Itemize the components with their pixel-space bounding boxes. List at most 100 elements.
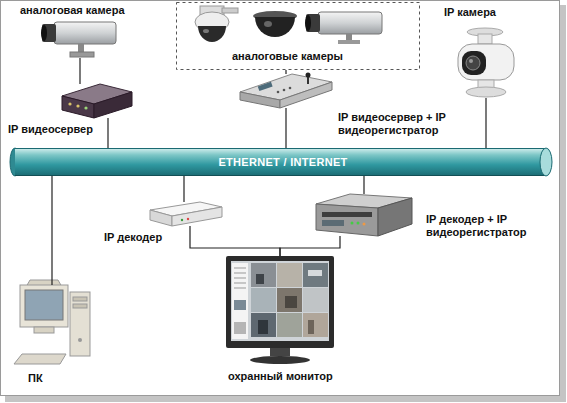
video-server-icon-part <box>84 106 87 109</box>
keyboard-recorder-icon-part <box>289 87 292 90</box>
device-label: охранный монитор <box>228 370 333 383</box>
video-server-recorder: IP видеосервер + IP видеорегистратор <box>240 74 332 108</box>
monitor-icon-part <box>308 320 314 334</box>
keyboard-recorder-icon <box>240 73 332 109</box>
monitor-icon-part <box>270 348 290 356</box>
monitor-icon-part <box>234 283 246 284</box>
ip-camera-icon-part <box>469 59 473 63</box>
network-pipe-shape <box>10 148 552 176</box>
monitor-icon-part <box>251 288 276 312</box>
monitor-icon-part <box>258 320 268 334</box>
dome-camera-icon-part <box>264 21 272 27</box>
network-link <box>285 70 286 74</box>
monitor-icon-part <box>303 288 328 312</box>
ptz-dome-camera-icon-part <box>222 8 238 13</box>
video-server-icon-part <box>76 104 79 107</box>
ip-camera-icon-part <box>466 87 506 97</box>
video-server-icon <box>62 84 132 118</box>
box-camera-icon-part <box>346 34 352 40</box>
ip-decoder-icon-part <box>187 218 189 220</box>
analog-camera-icon-part <box>70 52 94 57</box>
device-label: IP декодер + IP видеорегистратор <box>426 213 551 239</box>
network-link <box>107 118 108 148</box>
box-camera-icon-part <box>318 12 382 34</box>
analog-camera-icon-part <box>42 24 56 42</box>
monitor-icon-part <box>234 278 246 279</box>
analog-camera-icon <box>41 22 116 57</box>
decoder-recorder-icon-part <box>378 198 412 236</box>
video-server-icon-part <box>94 92 132 118</box>
ip-video-server: IP видеосервер <box>62 84 132 118</box>
keyboard-recorder-icon-part <box>283 89 286 92</box>
keyboard-recorder-icon-part <box>277 91 280 94</box>
decoder-recorder-icon-part <box>357 222 360 225</box>
device-label: аналоговые камеры <box>232 50 343 63</box>
camera-group-frame-part <box>177 3 420 70</box>
ip-camera-icon <box>458 28 514 97</box>
box-camera-icon-part <box>305 15 311 31</box>
ptz-dome-camera-icon-part <box>203 29 209 33</box>
monitor-icon-part <box>285 296 297 308</box>
monitor-icon-part <box>234 268 246 269</box>
analog-camera-icon-part <box>54 22 116 44</box>
pc-icon-part <box>20 285 68 327</box>
monitor-icon <box>226 256 334 364</box>
monitor-icon-part <box>231 261 329 341</box>
network-pipe-shape-part <box>15 148 546 149</box>
decoder-recorder-icon-part <box>322 212 372 217</box>
page-frame-part <box>1 1 560 396</box>
network-link <box>79 58 80 84</box>
monitor-icon-part <box>251 263 276 287</box>
pc-icon-part <box>73 304 87 308</box>
pc-icon-part <box>78 338 82 342</box>
network-link <box>285 108 286 148</box>
device-label: ПК <box>28 372 43 385</box>
decoder-recorder-icon <box>316 194 412 236</box>
network-link <box>51 176 52 285</box>
device-label: IP видеосервер <box>8 123 93 136</box>
ip-decoder-icon-part <box>181 219 183 221</box>
monitor-icon-part <box>226 256 334 348</box>
camera-group-frame <box>177 3 420 70</box>
monitor-icon-part <box>232 263 248 339</box>
box-camera-icon-part <box>306 14 320 32</box>
monitor-icon-part <box>234 273 246 274</box>
camera-group: аналоговые камеры <box>176 2 420 70</box>
box-camera-icon <box>305 12 382 44</box>
ip-decoder: IP декодер <box>148 202 222 226</box>
decoder-recorder-icon-part <box>316 204 378 236</box>
monitor-icon-part <box>303 263 328 287</box>
box-camera-icon-part <box>338 40 360 44</box>
device-label: IP видеосервер + IP видеорегистратор <box>338 111 478 137</box>
keyboard-recorder-icon-part <box>280 82 332 108</box>
analog-camera-icon-part <box>78 44 84 52</box>
monitor-icon-part <box>277 263 302 287</box>
pc-icon-part <box>34 327 54 333</box>
video-server-icon-part <box>62 96 94 118</box>
monitor-icon-part <box>234 288 246 289</box>
device-label: IP камера <box>444 6 496 19</box>
network-link <box>485 98 486 148</box>
pc-icon <box>14 280 90 364</box>
monitor-icon-part <box>256 274 264 284</box>
video-server-icon-part <box>68 102 71 105</box>
ip-camera-icon-part <box>466 56 480 70</box>
pc-icon-part <box>73 297 87 301</box>
device-label: аналоговая камера <box>20 4 125 17</box>
security-monitor: охранный монитор <box>224 256 336 364</box>
pc-icon-part <box>14 354 66 364</box>
network-pipe: ETHERNET / INTERNET <box>14 148 552 176</box>
dome-camera-icon-part <box>255 17 295 37</box>
ip-decoder-icon <box>150 202 222 226</box>
network-link <box>363 176 364 194</box>
pc-icon-part <box>70 292 90 356</box>
dome-camera-icon <box>253 11 297 37</box>
network-link <box>190 226 280 256</box>
decoder-recorder-icon-part <box>322 220 344 226</box>
decoder-recorder: IP декодер + IP видеорегистратор <box>316 194 412 236</box>
keyboard-recorder-icon-part <box>240 92 280 108</box>
network-pipe-shape-part <box>15 175 546 176</box>
monitor-icon-part <box>277 288 302 312</box>
